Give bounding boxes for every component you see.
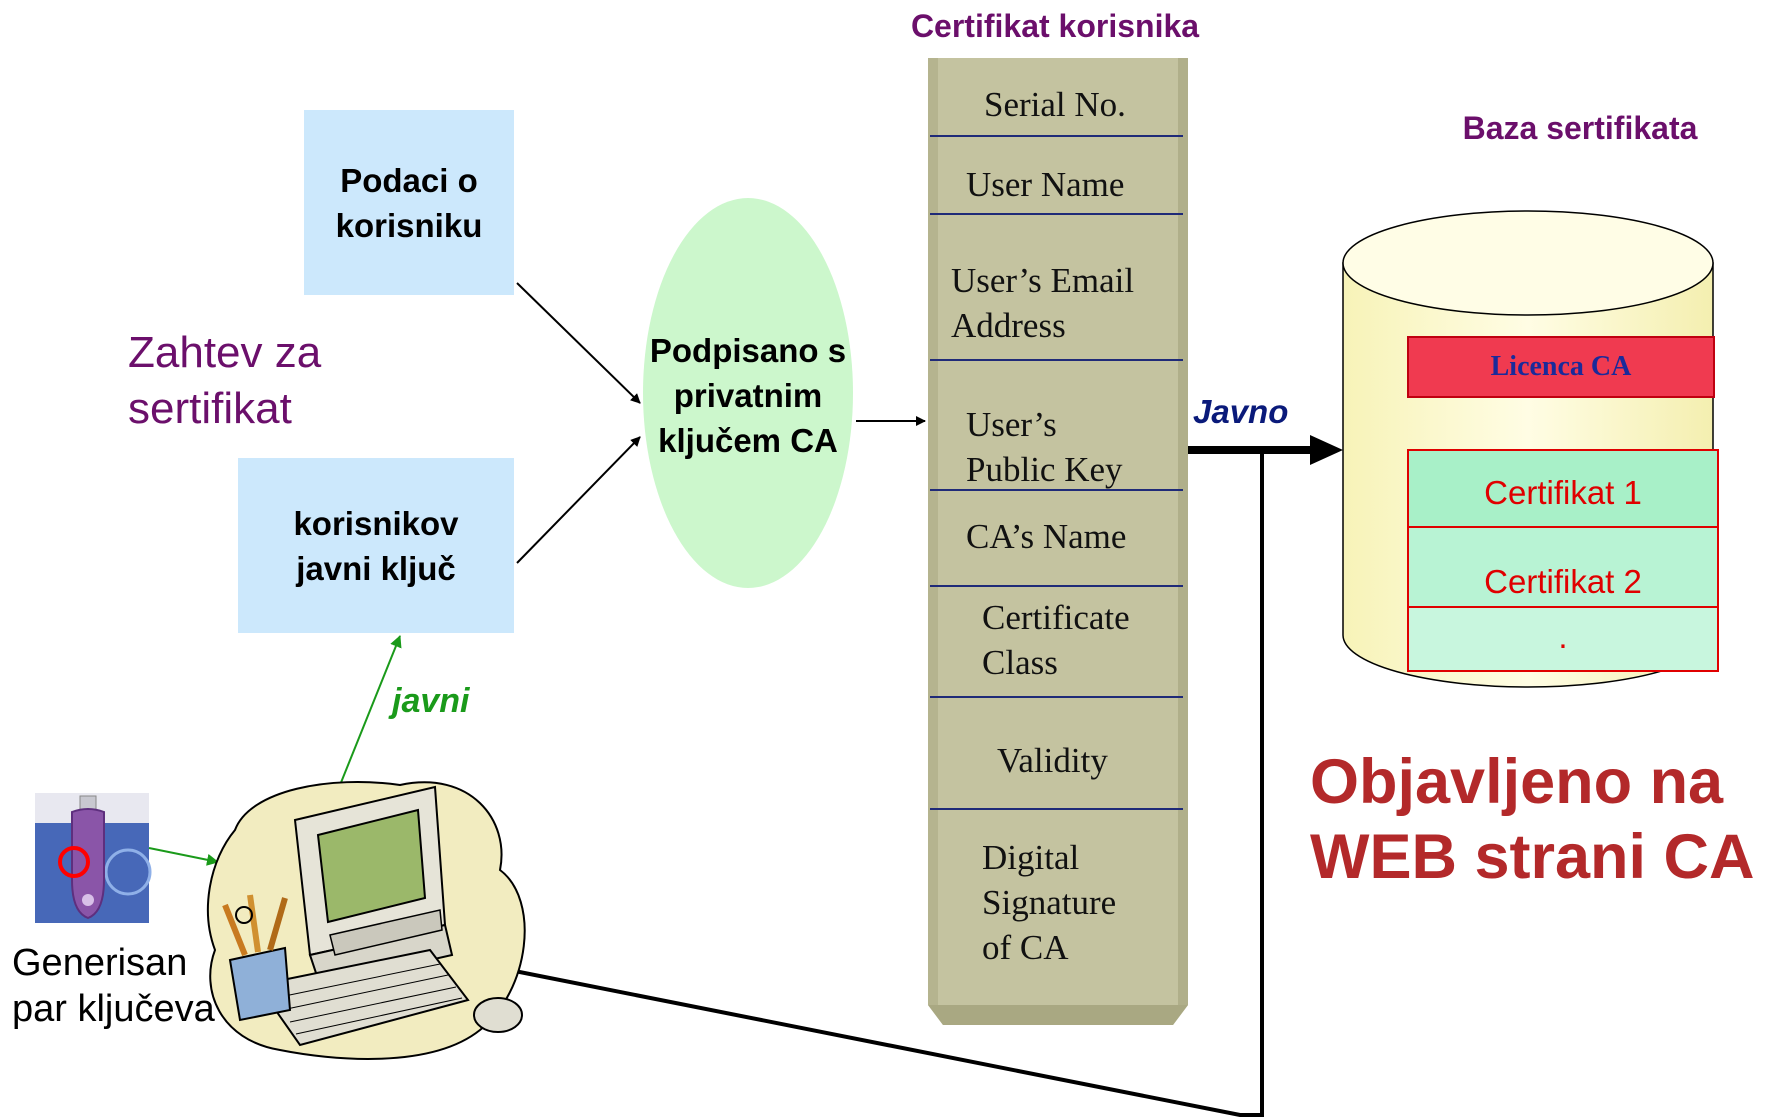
publish-label: Javno (1193, 393, 1289, 430)
user-public-key-box: korisnikov javni ključ (238, 458, 514, 633)
usb-token-image (35, 793, 152, 923)
certificate-title: Certifikat korisnika (910, 7, 1200, 44)
signing-ellipse (643, 198, 853, 588)
arrow-keypair-to-pubkey (337, 635, 402, 791)
cert-field-signature: Digital Signature of CA (982, 838, 1117, 967)
public-arrow-label: javni (392, 682, 470, 720)
cert-field-public-key: User’s Public Key (966, 405, 1123, 489)
arrow-pubkey-to-sign (516, 436, 641, 564)
cert-entry-2 (1407, 526, 1719, 608)
user-data-label: Podaci o korisniku (335, 161, 483, 244)
arrow-userdata-to-sign (516, 282, 641, 404)
cert-field-username: User Name (966, 165, 1125, 204)
cert-entry-1-label: Certifikat 1 (1484, 474, 1642, 511)
feedback-line (458, 450, 1264, 1117)
arrow-token-to-computer (148, 847, 219, 866)
cert-field-ca-name: CA’s Name (966, 517, 1127, 556)
license-label: Licenca CA (1490, 351, 1632, 382)
cert-entry-1 (1407, 449, 1719, 528)
database-title: Baza sertifikata (1462, 109, 1698, 146)
cert-entry-3 (1407, 606, 1719, 672)
user-data-box: Podaci o korisniku (304, 110, 514, 295)
publish-arrowhead (1310, 435, 1343, 465)
keypair-label: Generisan par ključeva (12, 942, 215, 1030)
cert-entry-2-label: Certifikat 2 (1484, 563, 1642, 600)
cert-field-serial: Serial No. (984, 85, 1126, 124)
published-label: Objavljeno na WEB strani CA (1310, 747, 1755, 892)
license-box (1407, 336, 1715, 398)
cert-entry-3-label: . (1558, 618, 1568, 655)
cert-field-class: Certificate Class (982, 598, 1130, 682)
cert-field-email: User’s Email Address (951, 261, 1135, 345)
request-title: Zahtev za sertifikat (128, 328, 322, 433)
user-public-key-label: korisnikov javni ključ (293, 504, 459, 587)
signing-label: Podpisano s privatnim ključem CA (649, 331, 847, 459)
computer-clipart (206, 781, 526, 1060)
cert-field-validity: Validity (997, 741, 1108, 780)
certificate-column (928, 58, 1188, 1025)
